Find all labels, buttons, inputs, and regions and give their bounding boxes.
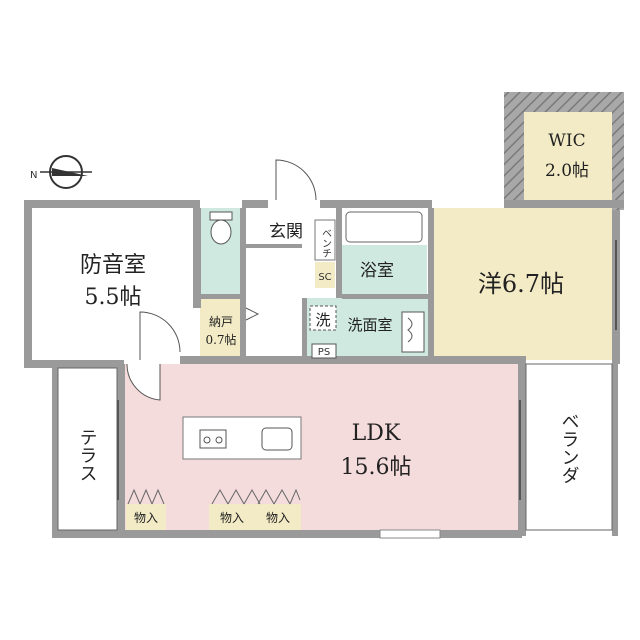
closet-floor-3 — [255, 504, 301, 530]
wic-name: WIC — [548, 131, 585, 151]
closet-floor-2 — [209, 504, 255, 530]
washroom-label: 洗面室 — [347, 316, 392, 334]
bench-label: ベンチ — [320, 228, 332, 258]
compass-north-label: N — [30, 170, 37, 181]
kitchen-counter — [182, 416, 302, 460]
bath-floor — [342, 245, 427, 295]
soundproof-room-size: 5.5帖 — [85, 285, 142, 310]
compass-icon — [40, 155, 92, 189]
western-room-floor — [432, 208, 612, 360]
terrace-label: テラス — [77, 428, 98, 482]
storage-room-size: 0.7帖 — [205, 332, 236, 347]
closet-floor-1 — [126, 504, 166, 530]
wic-size: 2.0帖 — [545, 161, 589, 181]
ldk-door — [126, 363, 161, 401]
balcony-label: ベランダ — [559, 412, 580, 484]
ldk-name: LDK — [352, 421, 401, 446]
shoe-closet-label: SC — [318, 272, 331, 283]
washbasin-icon — [401, 311, 425, 353]
soundproof-room-name: 防音室 — [80, 253, 146, 278]
washer-label: 洗 — [315, 311, 330, 329]
ps-box — [311, 343, 337, 359]
ps-label: PS — [318, 347, 330, 358]
storage-room-floor — [200, 299, 242, 359]
sink-icon — [261, 427, 293, 451]
stove-icon — [199, 429, 227, 449]
entrance-door — [275, 159, 317, 201]
ldk-size: 15.6帖 — [341, 455, 412, 480]
toilet-icon — [209, 211, 233, 245]
bath-label: 浴室 — [360, 261, 394, 281]
washer-box — [309, 305, 337, 331]
shoe-closet-floor — [315, 262, 335, 288]
closet-label-3: 物入 — [266, 511, 290, 525]
entrance-label: 玄関 — [269, 222, 303, 242]
storage-room-name: 納戸 — [209, 315, 233, 329]
closet-label-1: 物入 — [134, 511, 158, 525]
wic-floor — [524, 112, 614, 204]
closet-label-2: 物入 — [220, 511, 244, 525]
soundproof-door — [139, 311, 181, 360]
western-room-label: 洋6.7帖 — [478, 270, 564, 298]
bench — [314, 219, 336, 261]
